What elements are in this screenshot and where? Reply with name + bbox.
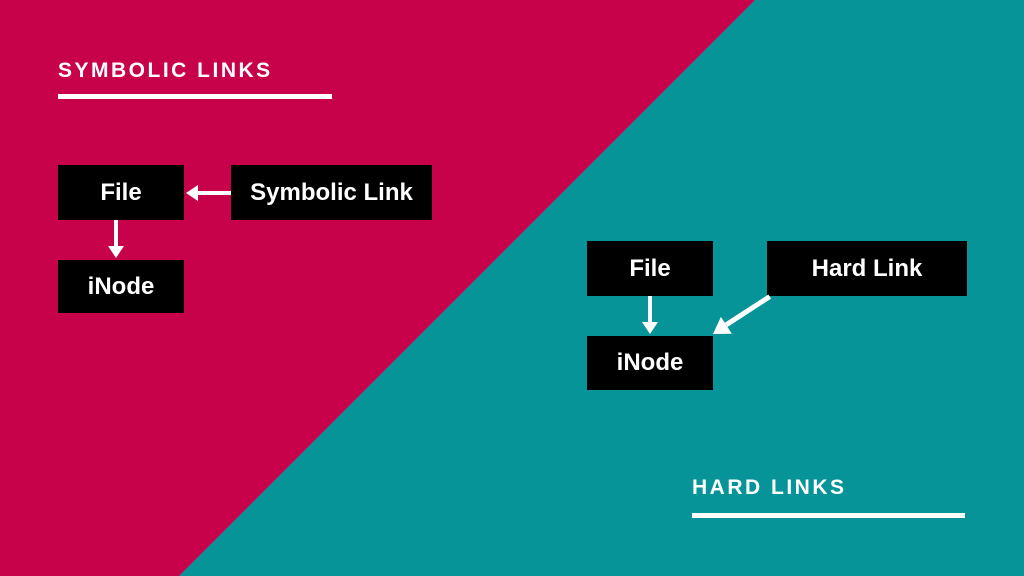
- arrow-shaft: [114, 220, 118, 246]
- arrow-head-icon: [186, 185, 198, 201]
- symbolic-file-box: File: [58, 165, 184, 220]
- symbolic-links-heading-underline: [58, 94, 332, 99]
- hard-links-heading: HARD LINKS: [692, 476, 847, 499]
- arrow-shaft: [648, 296, 652, 322]
- arrow-head-icon: [642, 322, 658, 334]
- symbolic-links-heading: SYMBOLIC LINKS: [58, 59, 273, 82]
- arrow-head-icon: [108, 246, 124, 258]
- symbolic-link-to-file-arrow: [186, 185, 231, 201]
- hard-links-heading-underline: [692, 513, 965, 518]
- hard-link-box: Hard Link: [767, 241, 967, 296]
- arrow-shaft: [198, 191, 231, 195]
- symbolic-link-box: Symbolic Link: [231, 165, 432, 220]
- hard-file-to-inode-arrow: [642, 296, 658, 334]
- symbolic-file-to-inode-arrow: [108, 220, 124, 258]
- hard-inode-box: iNode: [587, 336, 713, 390]
- hard-file-box: File: [587, 241, 713, 296]
- symbolic-inode-box: iNode: [58, 260, 184, 313]
